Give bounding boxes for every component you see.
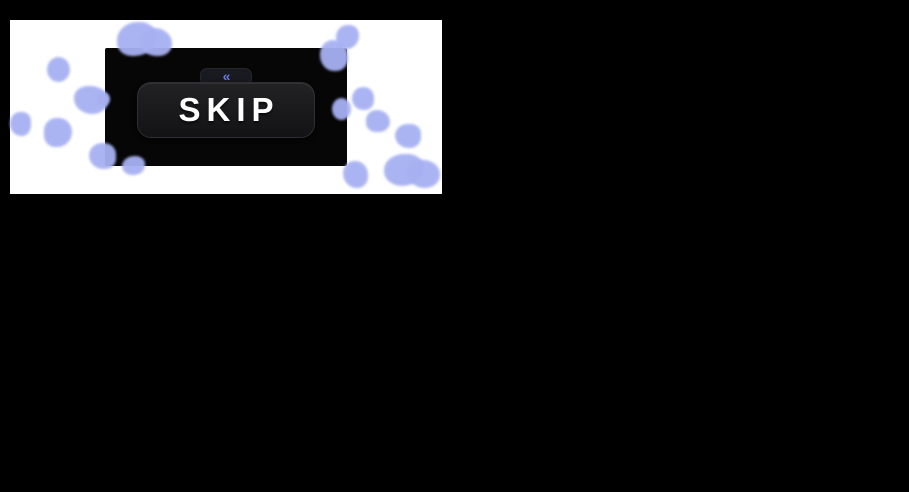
skip-panel: « SKIP: [105, 48, 347, 166]
skip-button[interactable]: SKIP: [137, 82, 315, 138]
chevron-double-left-icon: «: [222, 68, 231, 84]
ad-overlay: « SKIP: [10, 20, 442, 194]
skip-button-label: SKIP: [178, 91, 280, 128]
